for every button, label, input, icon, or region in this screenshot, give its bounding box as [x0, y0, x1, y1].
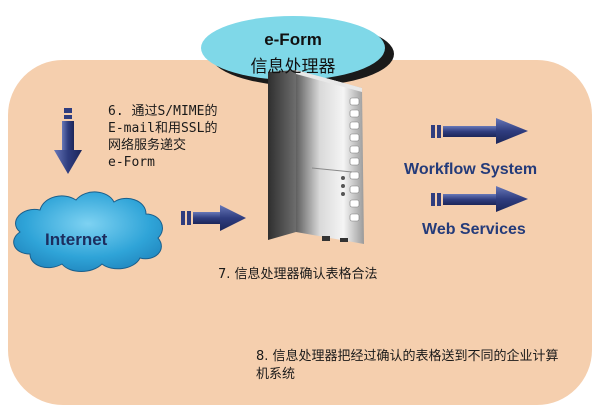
server-tower-icon [268, 70, 364, 244]
right-arrow-icon-workflow [431, 118, 528, 144]
right-arrow-icon-webservices [431, 186, 528, 212]
right-arrow-icon-inbound [181, 205, 246, 231]
step-7-text: 7. 信息处理器确认表格合法 [218, 267, 378, 282]
web-services-label: Web Services [422, 221, 526, 238]
internet-cloud [13, 191, 163, 272]
badge-label: e-Form 信息处理器 [198, 30, 388, 77]
step-8-text: 8. 信息处理器把经过确认的表格送到不同的企业计算机系统 [256, 349, 559, 382]
down-arrow-icon [54, 108, 82, 174]
badge-title: e-Form [264, 30, 322, 49]
badge-subtitle: 信息处理器 [250, 57, 336, 76]
workflow-system-label: Workflow System [404, 161, 538, 178]
internet-label: Internet [45, 230, 108, 249]
step-6-text: 6. 通过S/MIME的 E-mail和用SSL的 网络服务递交 e-Form [108, 104, 218, 171]
badge-ellipse [201, 16, 385, 80]
